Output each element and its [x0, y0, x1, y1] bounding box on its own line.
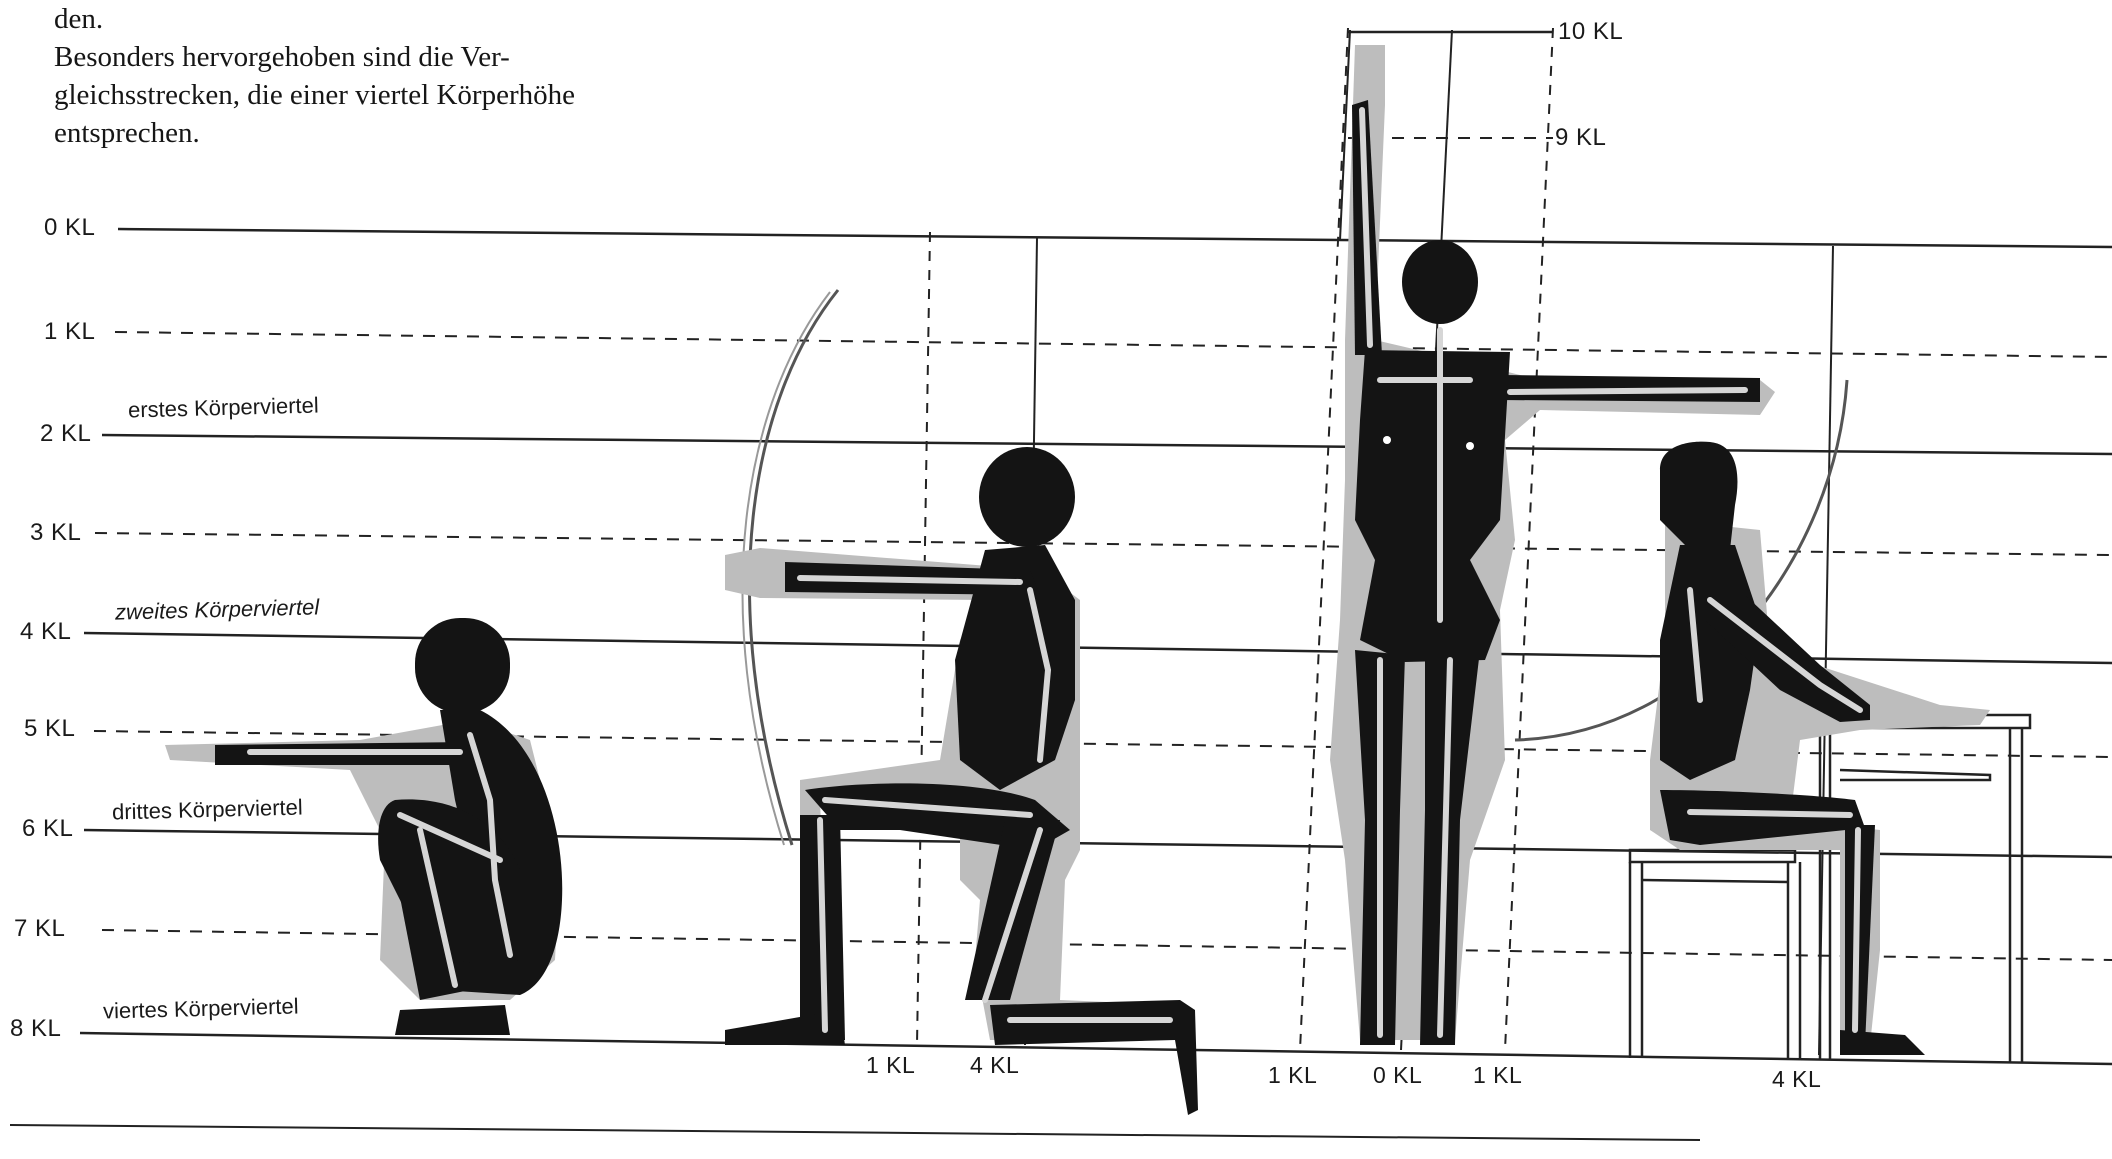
- bottom-label-stand-0: 0 KL: [1373, 1062, 1422, 1089]
- level-line-2: [102, 435, 2112, 454]
- bottom-label-sit-4: 4 KL: [1772, 1066, 1821, 1093]
- stand-shoulder-dot-right: [1466, 442, 1474, 450]
- squat-foot: [395, 1005, 510, 1035]
- squat-head: [415, 618, 510, 713]
- level-line-3: [95, 533, 2112, 555]
- chair-rail: [1642, 880, 1788, 882]
- bottom-label-stand-right-1: 1 KL: [1473, 1062, 1522, 1089]
- quarter-label-first: erstes Körperviertel: [128, 393, 319, 424]
- level-label-8: 8 KL: [10, 1015, 61, 1043]
- level-label-6: 6 KL: [22, 815, 73, 843]
- level-label-5: 5 KL: [24, 715, 75, 743]
- level-label-0: 0 KL: [44, 214, 95, 242]
- kneel-head: [979, 447, 1075, 547]
- bottom-label-stand-left-1: 1 KL: [1268, 1062, 1317, 1089]
- vline-stand-left-1: [1300, 28, 1348, 1050]
- level-label-3: 3 KL: [30, 519, 81, 547]
- vline-stand-left-frame: [1340, 30, 1350, 240]
- stand-torso: [1355, 350, 1510, 662]
- bottom-label-kneel-4: 4 KL: [970, 1052, 1019, 1079]
- level-label-2: 2 KL: [40, 420, 91, 448]
- level-line-0: [118, 229, 2112, 247]
- quarter-label-fourth: viertes Körperviertel: [103, 993, 299, 1024]
- table-apron: [1840, 770, 1990, 780]
- stand-shoulder-dot-left: [1383, 436, 1391, 444]
- level-label-9: 9 KL: [1555, 124, 1606, 152]
- bottom-rule: [10, 1125, 1700, 1140]
- quarter-label-third: drittes Körperviertel: [112, 795, 303, 826]
- quarter-label-second: zweites Körperviertel: [115, 594, 320, 625]
- figure-squatting: [165, 618, 562, 1035]
- figure-kneeling: [725, 447, 1198, 1115]
- level-line-1: [115, 332, 2112, 357]
- level-label-4: 4 KL: [20, 618, 71, 646]
- sit-foot: [1840, 1030, 1925, 1055]
- stand-head: [1402, 240, 1478, 324]
- level-label-10: 10 KL: [1558, 18, 1623, 46]
- bottom-label-kneel-1: 1 KL: [866, 1052, 915, 1079]
- level-label-7: 7 KL: [14, 915, 65, 943]
- vline-kneel-1: [917, 232, 930, 1045]
- level-label-1: 1 KL: [44, 318, 95, 346]
